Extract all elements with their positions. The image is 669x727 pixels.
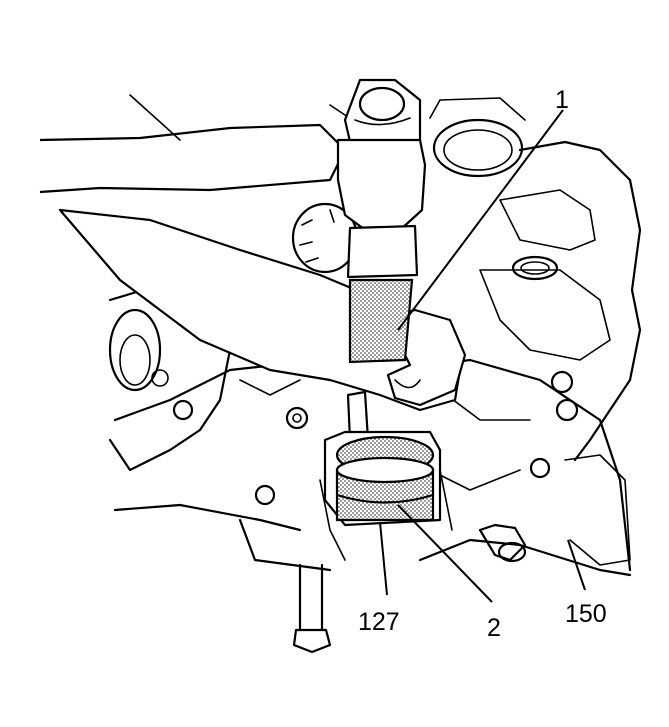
hammer [336, 78, 427, 279]
bushing-2 [319, 430, 453, 561]
installer-tool-1 [346, 278, 414, 442]
callout-label-150: 150 [565, 600, 607, 628]
callout-label-127: 127 [358, 608, 400, 636]
bolts [292, 523, 527, 654]
callout-label-1: 1 [555, 86, 569, 114]
callout-label-2: 2 [487, 614, 501, 642]
callout-leaders [379, 109, 586, 603]
